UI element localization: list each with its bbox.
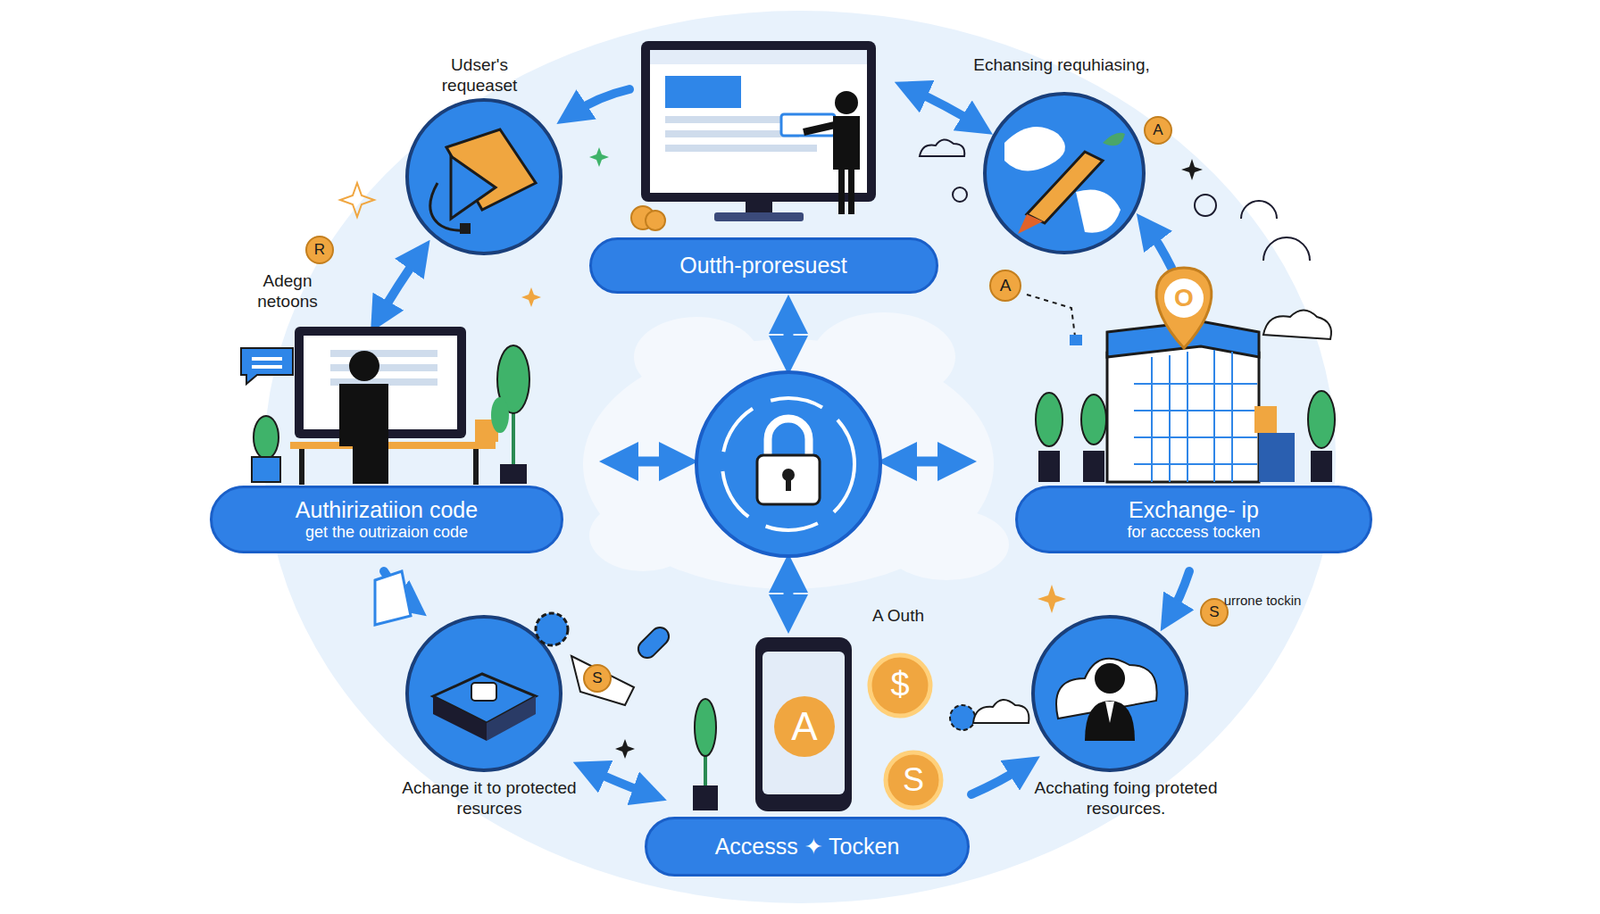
label-band: Outth-proresuest xyxy=(589,237,939,294)
background-circle xyxy=(264,10,1336,904)
token-letter: A xyxy=(1144,121,1172,140)
step-caption: Acchating foing proteted resources. xyxy=(1014,778,1238,820)
coin-symbol: S xyxy=(891,760,936,800)
step-caption: Achange it to protected resurces xyxy=(386,778,592,820)
step-caption: A Outh xyxy=(853,606,943,627)
token-letter: A xyxy=(777,703,832,751)
step-caption: urrone tockin xyxy=(1222,592,1303,609)
clouds xyxy=(583,312,1009,590)
token-discs xyxy=(306,116,1228,692)
coin-symbol: S xyxy=(583,669,611,688)
lock-icon xyxy=(696,372,881,557)
box-icon xyxy=(375,571,673,771)
person-icon xyxy=(1033,616,1187,771)
band-title: Accesss ✦ Tocken xyxy=(715,833,900,860)
coin-symbol: $ xyxy=(877,665,923,707)
step-caption: Adegn netoons xyxy=(233,271,342,313)
decor-rings xyxy=(919,139,1310,261)
monitor-illustration xyxy=(631,41,876,231)
token-letter: O xyxy=(1166,283,1202,314)
band-subtitle: get the outrizaion code xyxy=(305,523,468,542)
folder-icon xyxy=(407,100,561,254)
label-band: Exchange- ipfor acccess tocken xyxy=(1015,485,1373,554)
label-band: Accesss ✦ Tocken xyxy=(644,816,970,877)
desk-illustration xyxy=(241,326,530,485)
band-subtitle: for acccess tocken xyxy=(1126,523,1260,542)
token-letter: R xyxy=(306,241,334,259)
sparkles xyxy=(340,147,1203,759)
label-band: Authirizatiion codeget the outrizaion co… xyxy=(209,485,564,554)
center-arrows xyxy=(618,314,958,615)
token-letter: A xyxy=(991,275,1019,297)
phone-illustration xyxy=(692,637,1029,812)
coin-symbol: S xyxy=(1200,603,1228,622)
step-caption: Echansing requhiasing, xyxy=(963,55,1160,76)
building-illustration xyxy=(1026,267,1335,483)
band-title: Authirizatiion code xyxy=(295,497,478,524)
globe-icon xyxy=(984,93,1144,253)
step-caption: Udser's requeaset xyxy=(416,55,542,97)
band-title: Outth-proresuest xyxy=(679,252,848,279)
band-title: Exchange- ip xyxy=(1128,497,1259,524)
